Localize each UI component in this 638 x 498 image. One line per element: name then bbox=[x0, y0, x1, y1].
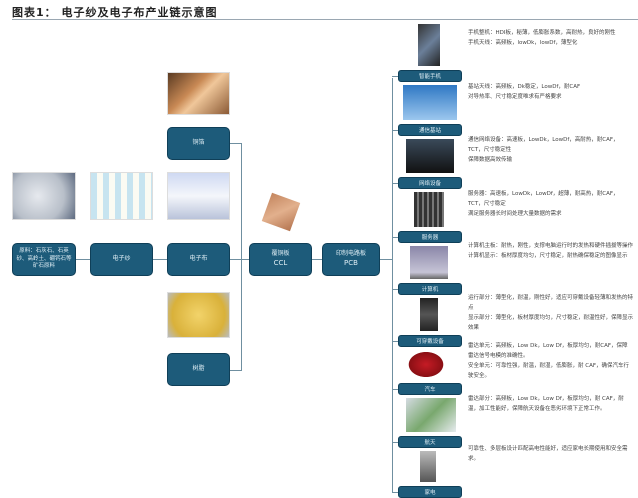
description-line: 显示部分：薄型化，板材厚度均匀，尺寸稳定，耐温性好，保障显示效果 bbox=[468, 315, 634, 331]
arrow-icon bbox=[392, 389, 398, 390]
e-yarn-box: 电子纱 bbox=[90, 243, 153, 276]
application-image bbox=[403, 85, 457, 120]
application-label: 网络设备 bbox=[398, 177, 462, 189]
raw-material-box: 原料：石灰石、石英砂、高岭土、硼钙石等矿石原料 bbox=[12, 243, 76, 276]
application-label: 计算机 bbox=[398, 283, 462, 295]
arrow-icon bbox=[392, 76, 398, 77]
pcb-en: PCB bbox=[344, 258, 358, 267]
application-label: 家电 bbox=[398, 486, 462, 498]
connector bbox=[153, 259, 167, 260]
title-rule bbox=[12, 19, 638, 20]
arrow-icon bbox=[392, 237, 398, 238]
main-trunk bbox=[392, 78, 393, 492]
connector bbox=[241, 143, 242, 371]
application-description: 可靠性、多层板设计匹配高电性能好，适应家电长期使用和安全需求。 bbox=[468, 444, 633, 464]
connector bbox=[230, 143, 241, 144]
application-description: 雷达单元：高频板，Low Dk，Low Df，板厚均匀，耐CAF，保障雷达信号电… bbox=[468, 341, 633, 381]
connector bbox=[380, 259, 392, 260]
pcb-cn: 印制电路板 bbox=[335, 250, 366, 258]
ccl-cn: 覆铜板 bbox=[271, 250, 290, 258]
application-label: 智能手机 bbox=[398, 70, 462, 82]
application-label: 航天 bbox=[398, 436, 462, 448]
copper-foil-box: 铜箔 bbox=[167, 127, 230, 160]
figure-title: 图表1： 电子纱及电子布产业链示意图 bbox=[12, 6, 218, 19]
application-description: 计算机主板：耐热，刚性，支撑电脑运行时的发热和硬件插拔等操作计算机显示：板材厚度… bbox=[468, 241, 633, 261]
description-line: 运行部分：薄型化，耐温，刚性好，适应可穿戴设备轻薄和发热的特点 bbox=[468, 295, 634, 311]
description-line: 服务器：高速板，LowDk，LowDf，超薄，耐高热，耐CAF，TCT，尺寸稳定 bbox=[468, 191, 619, 207]
description-line: 雷达单元：高频板，Low Dk，Low Df，板厚均匀，耐CAF，保障雷达信号电… bbox=[468, 343, 628, 359]
description-line: 满足服务器长时间处理大量数据的需求 bbox=[468, 211, 562, 217]
connector bbox=[230, 259, 249, 260]
arrow-icon bbox=[392, 341, 398, 342]
description-line: 计算机主板：耐热，刚性，支撑电脑运行时的发热和硬件插拔等操作 bbox=[468, 243, 634, 249]
application-image bbox=[420, 298, 438, 331]
arrow-icon bbox=[392, 183, 398, 184]
resin-box: 树脂 bbox=[167, 353, 230, 386]
description-line: 计算机显示：板材厚度均匀，尺寸稳定，耐热确保稳定的图像显示 bbox=[468, 253, 628, 259]
e-fabric-box: 电子布 bbox=[167, 243, 230, 276]
application-image bbox=[406, 139, 454, 173]
application-description: 手机整机：HDI板，秘薄，低膨胀系数，高耐热，良好的刚性手机天线：高频板，low… bbox=[468, 28, 633, 48]
raw-ore-image bbox=[12, 172, 76, 220]
description-line: 保障数据高效传输 bbox=[468, 157, 513, 163]
application-image bbox=[406, 398, 456, 432]
application-label: 通信基站 bbox=[398, 124, 462, 136]
description-line: 雷达部分：高频板，Low Dk，Low Df，板厚均匀，耐 CAF，耐温，加工性… bbox=[468, 396, 624, 412]
description-line: 基站天线：高频板，Dk稳定，LowDf，耐CAF bbox=[468, 84, 581, 90]
description-line: 手机天线：高频板，lowDk，lowDf，薄型化 bbox=[468, 40, 578, 46]
description-line: 对导热率、尺寸稳定度唯求有严格要求 bbox=[468, 94, 562, 100]
application-image bbox=[418, 24, 440, 66]
description-line: 安全单元：可靠性强，耐温，耐湿，低膨胀，耐 CAF，确保汽车行驶安全。 bbox=[468, 363, 630, 379]
description-line: 手机整机：HDI板，秘薄，低膨胀系数，高耐热，良好的刚性 bbox=[468, 30, 616, 36]
application-label: 可穿戴设备 bbox=[398, 335, 462, 347]
fabric-roll-image bbox=[167, 172, 230, 220]
arrow-icon bbox=[392, 442, 398, 443]
application-image bbox=[406, 350, 446, 379]
ccl-box: 覆铜板 CCL bbox=[249, 243, 312, 276]
ccl-en: CCL bbox=[273, 258, 288, 267]
arrow-icon bbox=[392, 289, 398, 290]
application-description: 服务器：高速板，LowDk，LowDf，超薄，耐高热，耐CAF，TCT，尺寸稳定… bbox=[468, 189, 633, 219]
connector bbox=[76, 259, 90, 260]
description-line: 可靠性、多层板设计匹配高电性能好，适应家电长期使用和安全需求。 bbox=[468, 446, 628, 462]
resin-image bbox=[167, 292, 230, 338]
application-description: 雷达部分：高频板，Low Dk，Low Df，板厚均匀，耐 CAF，耐温，加工性… bbox=[468, 394, 633, 414]
application-description: 运行部分：薄型化，耐温，刚性好，适应可穿戴设备轻薄和发热的特点显示部分：薄型化，… bbox=[468, 293, 633, 333]
application-label: 汽车 bbox=[398, 383, 462, 395]
connector bbox=[230, 370, 241, 371]
application-image bbox=[410, 246, 448, 279]
application-image bbox=[420, 451, 436, 482]
arrow-icon bbox=[392, 130, 398, 131]
application-description: 基站天线：高频板，Dk稳定，LowDf，耐CAF 对导热率、尺寸稳定度唯求有严格要… bbox=[468, 82, 633, 102]
connector bbox=[312, 259, 322, 260]
application-description: 通信网络设备：高速板，LowDk，LowDf，高耐热，耐CAF，TCT，尺寸稳定… bbox=[468, 135, 633, 165]
pcb-box: 印制电路板 PCB bbox=[322, 243, 380, 276]
application-image bbox=[414, 192, 444, 227]
ccl-image bbox=[261, 192, 301, 232]
application-label: 服务器 bbox=[398, 231, 462, 243]
yarn-image bbox=[90, 172, 153, 220]
copper-foil-image bbox=[167, 72, 230, 115]
description-line: 通信网络设备：高速板，LowDk，LowDf，高耐热，耐CAF，TCT，尺寸稳定… bbox=[468, 137, 619, 153]
